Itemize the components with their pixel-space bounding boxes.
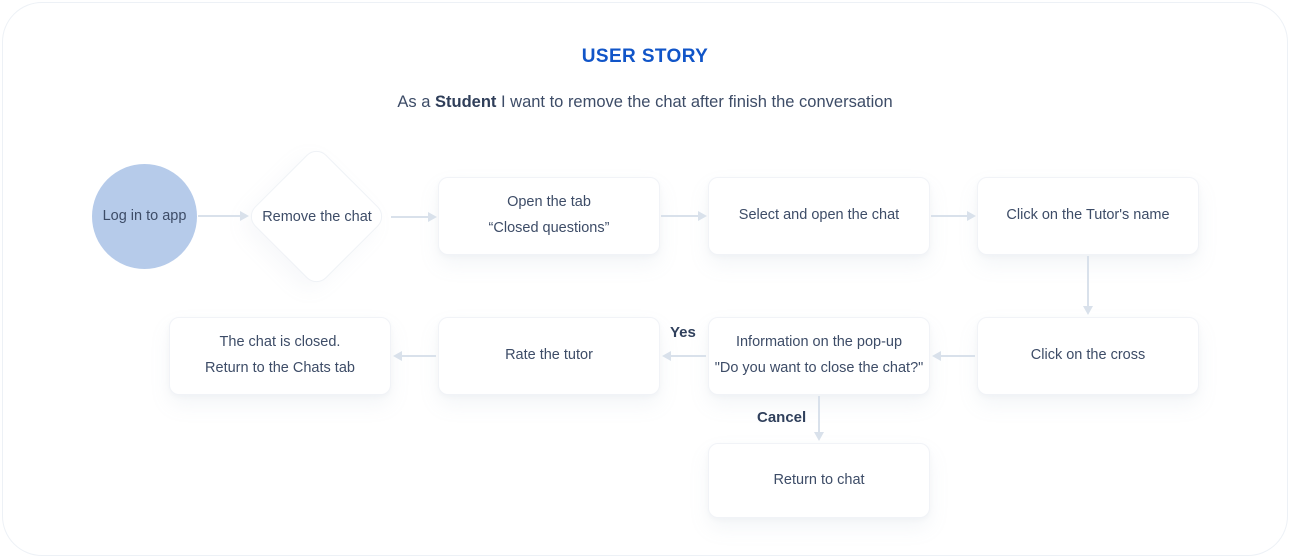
subtitle-role: Student bbox=[434, 93, 497, 111]
user-story-subtitle: As a Student I want to remove the chat a… bbox=[0, 93, 1290, 112]
node-chat-closed: The chat is closed. Return to the Chats … bbox=[169, 317, 391, 395]
node-popup-info-line2: "Do you want to close the chat?" bbox=[714, 360, 924, 376]
page-title: USER STORY bbox=[581, 46, 709, 67]
edge-label-yes: Yes bbox=[670, 324, 696, 341]
node-click-cross-label: Click on the cross bbox=[1030, 347, 1146, 364]
arrow-open-tab-to-select-chat bbox=[661, 215, 698, 217]
arrow-popup-to-return-chat bbox=[818, 396, 820, 432]
node-remove-chat-label: Remove the chat bbox=[262, 209, 372, 225]
node-popup-info-line1: Information on the pop-up bbox=[735, 334, 903, 351]
node-open-tab-line1: Open the tab bbox=[507, 194, 591, 211]
node-login-label: Log in to app bbox=[102, 207, 187, 224]
node-login-start: Log in to app bbox=[92, 164, 197, 269]
node-return-to-chat: Return to chat bbox=[708, 443, 930, 518]
node-click-tutor-name: Click on the Tutor's name bbox=[977, 177, 1199, 255]
node-return-to-chat-label: Return to chat bbox=[773, 471, 865, 488]
node-chat-closed-line1: The chat is closed. bbox=[219, 334, 341, 351]
subtitle-suffix: I want to remove the chat after finish t… bbox=[496, 93, 893, 111]
node-rate-tutor-label: Rate the tutor bbox=[505, 347, 593, 364]
node-select-chat: Select and open the chat bbox=[708, 177, 930, 255]
node-click-tutor-name-label: Click on the Tutor's name bbox=[1006, 207, 1170, 224]
arrow-rate-tutor-to-chat-closed bbox=[402, 355, 436, 357]
edge-label-cancel: Cancel bbox=[757, 409, 807, 426]
arrow-click-cross-to-popup bbox=[941, 355, 975, 357]
node-click-cross: Click on the cross bbox=[977, 317, 1199, 395]
node-rate-tutor: Rate the tutor bbox=[438, 317, 660, 395]
node-chat-closed-line2: Return to the Chats tab bbox=[205, 360, 355, 376]
node-select-chat-label: Select and open the chat bbox=[738, 207, 900, 224]
arrow-popup-to-rate-tutor bbox=[671, 355, 706, 357]
node-open-tab: Open the tab “Closed questions” bbox=[438, 177, 660, 255]
arrow-tutor-name-to-click-cross bbox=[1087, 256, 1089, 306]
node-popup-info: Information on the pop-up "Do you want t… bbox=[708, 317, 930, 395]
arrow-login-to-decision bbox=[198, 215, 240, 217]
subtitle-prefix: As a bbox=[397, 93, 435, 111]
arrow-select-chat-to-tutor-name bbox=[931, 215, 967, 217]
node-open-tab-line2: “Closed questions” bbox=[488, 220, 610, 236]
arrow-decision-to-open-tab bbox=[391, 216, 428, 218]
